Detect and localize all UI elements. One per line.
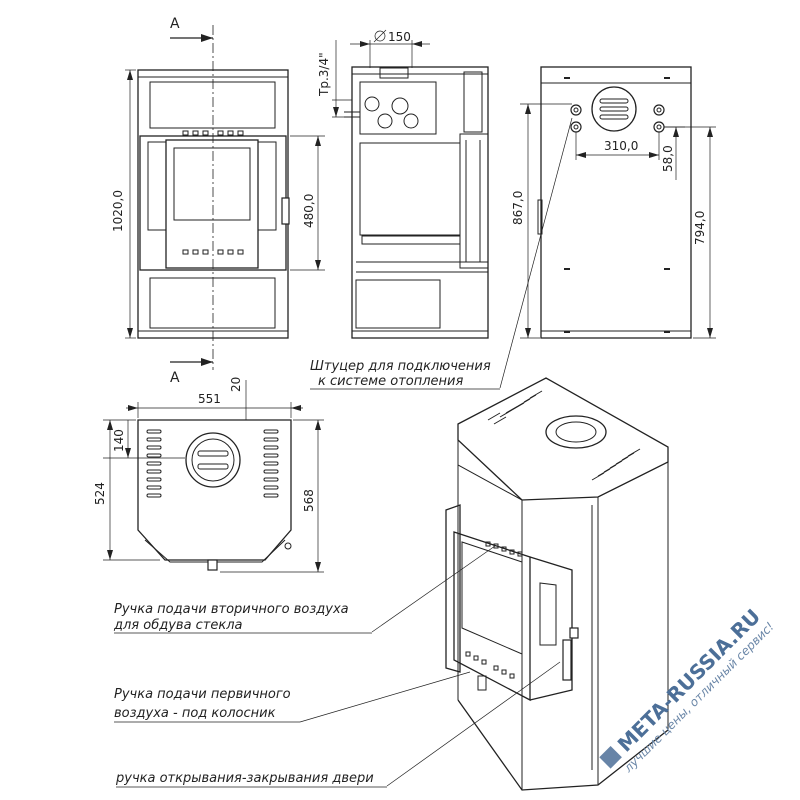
- front-view: A A 1020,0 480,0: [111, 16, 325, 386]
- plan-vents-right: [263, 429, 279, 498]
- fitting-annotation: Штуцер для подключения к системе отоплен…: [310, 359, 500, 390]
- dim-pipe-thread: Тр.3/4": [317, 52, 331, 97]
- dim-fitting-spacing: 310,0: [604, 139, 638, 153]
- plan-view: 551 20 140 524 568: [93, 377, 324, 573]
- isometric-view: [299, 377, 669, 791]
- iso-vents-left: [487, 390, 543, 425]
- dim-fitting-offset: 58,0: [661, 145, 675, 172]
- secondary-air-label-line2: для обдува стекла: [113, 618, 243, 633]
- dim-plan-depth-body: 524: [93, 482, 107, 505]
- door-handle-icon: [281, 197, 290, 225]
- section-view: 150 Тр.3/4": [317, 29, 489, 339]
- dim-plan-width: 551: [198, 392, 221, 406]
- primary-air-label-line2: воздуха - под колосник: [114, 706, 276, 721]
- fitting-label-line2: к системе отопления: [318, 374, 463, 389]
- dim-plan-depth-flue: 140: [112, 429, 126, 452]
- dim-height-867: 867,0: [511, 191, 525, 225]
- section-mark-bottom: A: [170, 370, 180, 386]
- dim-flue-diameter: 150: [388, 30, 411, 44]
- dim-plan-depth-total: 568: [302, 489, 316, 512]
- side-view: 310,0 58,0 867,0 794,0: [499, 66, 716, 389]
- door-vents-top: [182, 130, 244, 136]
- dim-plan-offset: 20: [229, 377, 243, 392]
- watermark: META-RUSSIA.RU лучшие цены, отличный сер…: [599, 604, 777, 776]
- watermark-slogan: лучшие цены, отличный сервис!: [620, 619, 776, 775]
- iso-vents-right: [591, 448, 641, 481]
- primary-air-label-line1: Ручка подачи первичного: [114, 687, 291, 702]
- secondary-air-label-line1: Ручка подачи вторичного воздуха: [114, 602, 349, 617]
- annotation-labels: Ручка подачи вторичного воздуха для обду…: [113, 602, 387, 788]
- section-mark-top: A: [170, 16, 180, 32]
- fitting-label-line1: Штуцер для подключения: [310, 359, 491, 374]
- diameter-symbol-icon: [374, 30, 386, 42]
- iso-door-vents: [465, 541, 523, 679]
- dim-height-total: 1020,0: [111, 190, 125, 232]
- iso-door-handle-icon: [562, 639, 572, 681]
- plan-vents-left: [146, 429, 162, 498]
- door-vents-bottom: [182, 249, 244, 255]
- watermark-brand: META-RUSSIA.RU: [613, 604, 765, 756]
- dim-height-794: 794,0: [693, 211, 707, 245]
- door-handle-label: ручка открывания-закрывания двери: [115, 771, 374, 786]
- dim-door-height: 480,0: [302, 194, 316, 228]
